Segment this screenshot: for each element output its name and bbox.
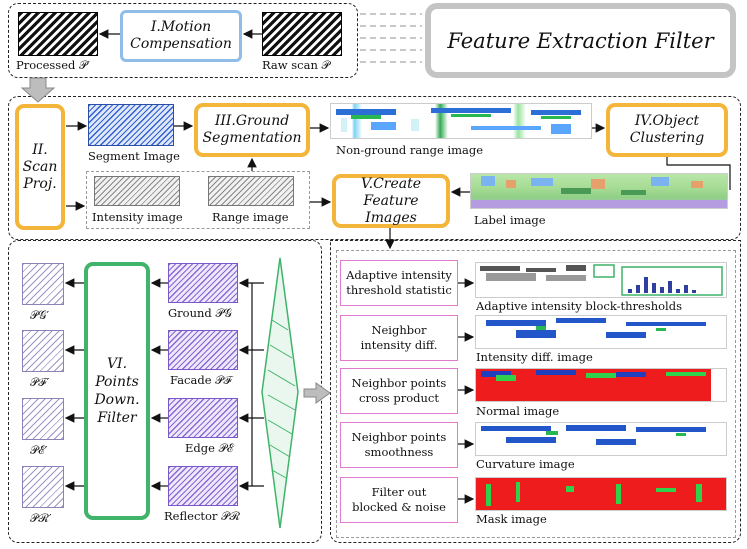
facade-set-block <box>168 330 238 370</box>
facade-out-block <box>22 330 64 372</box>
intensity-diff-pattern <box>486 318 706 338</box>
ground-set-block <box>168 263 238 303</box>
curvature-label: Curvature image <box>476 457 575 471</box>
raw-scan-label: Raw scan 𝒫 <box>262 58 330 72</box>
range-image-block <box>208 176 294 206</box>
scan-line-2: Scan <box>22 158 58 175</box>
processed-label: Processed 𝒫′ <box>16 58 90 72</box>
mask-image <box>475 477 727 511</box>
label-pattern <box>471 176 727 208</box>
intensity-image-label: Intensity image <box>92 210 183 224</box>
mask-label: Mask image <box>476 512 547 526</box>
reflector-out-label: 𝒫ℛ′ <box>30 511 52 525</box>
feature-region <box>330 240 741 543</box>
edge-set-label: Edge 𝒫ℰ <box>185 441 234 455</box>
facade-out-label: 𝒫ℱ′ <box>30 375 50 389</box>
feature-images-line-2: Feature Images <box>363 192 419 226</box>
merge-diamond <box>261 257 299 529</box>
intensity-range-group <box>86 171 310 229</box>
range-image-label: Range image <box>212 210 289 224</box>
step3-line-1: Neighbor points <box>351 376 447 390</box>
reflector-set-block <box>168 466 238 506</box>
step2-line-2: intensity diff. <box>360 338 438 352</box>
motion-line-2: Compensation <box>130 36 232 52</box>
nonground-label: Non-ground range image <box>336 143 484 157</box>
ground-seg-line-1: III.Ground <box>214 113 290 129</box>
edge-set-block <box>168 398 238 438</box>
intensity-diff-label: Intensity diff. image <box>476 350 593 364</box>
normal-pattern <box>481 369 726 401</box>
label-image <box>470 173 728 209</box>
mask-pattern <box>486 482 702 506</box>
clustering-line-2: Clustering <box>629 130 705 146</box>
feature-steps-group <box>336 250 736 538</box>
curvature-image <box>475 422 727 456</box>
nonground-image <box>330 103 592 139</box>
raw-scan-block <box>262 12 342 56</box>
normal-label: Normal image <box>476 404 560 418</box>
edge-out-block <box>22 398 64 440</box>
nonground-pattern <box>336 108 581 134</box>
down-filter-line-2: Points <box>95 374 139 390</box>
motion-line-1: I.Motion <box>150 19 212 35</box>
normal-image <box>475 368 727 402</box>
edge-out-label: 𝒫ℰ′ <box>30 443 48 457</box>
step1-line-1: Adaptive intensity <box>346 268 452 282</box>
ground-set-label: Ground 𝒫𝒢 <box>168 306 232 320</box>
step5-line-2: blocked & noise <box>352 500 446 514</box>
step4-line-2: smoothness <box>364 445 434 459</box>
ground-out-label: 𝒫𝒢′ <box>30 308 50 322</box>
step3-line-2: cross product <box>359 391 439 405</box>
curvature-pattern <box>481 425 706 445</box>
segment-image-block <box>88 104 174 146</box>
down-filter-line-4: Filter <box>97 410 137 426</box>
label-image-label: Label image <box>474 213 546 227</box>
intensity-diff-image <box>475 315 727 349</box>
processing-region <box>8 96 741 240</box>
scan-line-1: II. <box>32 141 48 158</box>
processed-cloud-block <box>18 12 98 56</box>
adaptive-pattern <box>480 264 723 296</box>
segment-image-label: Segment Image <box>88 149 180 163</box>
step1-line-2: threshold statistic <box>346 283 452 297</box>
down-filter-line-3: Down. <box>94 392 140 408</box>
down-filter-line-1: VI. <box>106 356 128 372</box>
clustering-line-1: IV.Object <box>634 113 700 129</box>
pipeline-title: Feature Extraction Filter <box>425 3 736 78</box>
reflector-out-block <box>22 466 64 508</box>
scan-line-3: Proj. <box>23 175 57 192</box>
adaptive-block-label: Adaptive intensity block-thresholds <box>476 299 682 313</box>
ground-seg-line-2: Segmentation <box>202 130 302 146</box>
facade-set-label: Facade 𝒫ℱ <box>170 373 232 387</box>
adaptive-block-image <box>475 262 727 298</box>
feature-images-line-1: V.Create <box>360 175 422 192</box>
reflector-set-label: Reflector 𝒫ℛ <box>164 509 241 523</box>
step4-line-1: Neighbor points <box>351 430 447 444</box>
input-region <box>8 3 358 78</box>
step2-line-1: Neighbor <box>371 323 427 337</box>
step5-line-1: Filter out <box>371 485 427 499</box>
pipeline-title-text: Feature Extraction Filter <box>447 28 714 53</box>
ground-out-block <box>22 263 64 305</box>
intensity-image-block <box>94 176 180 206</box>
